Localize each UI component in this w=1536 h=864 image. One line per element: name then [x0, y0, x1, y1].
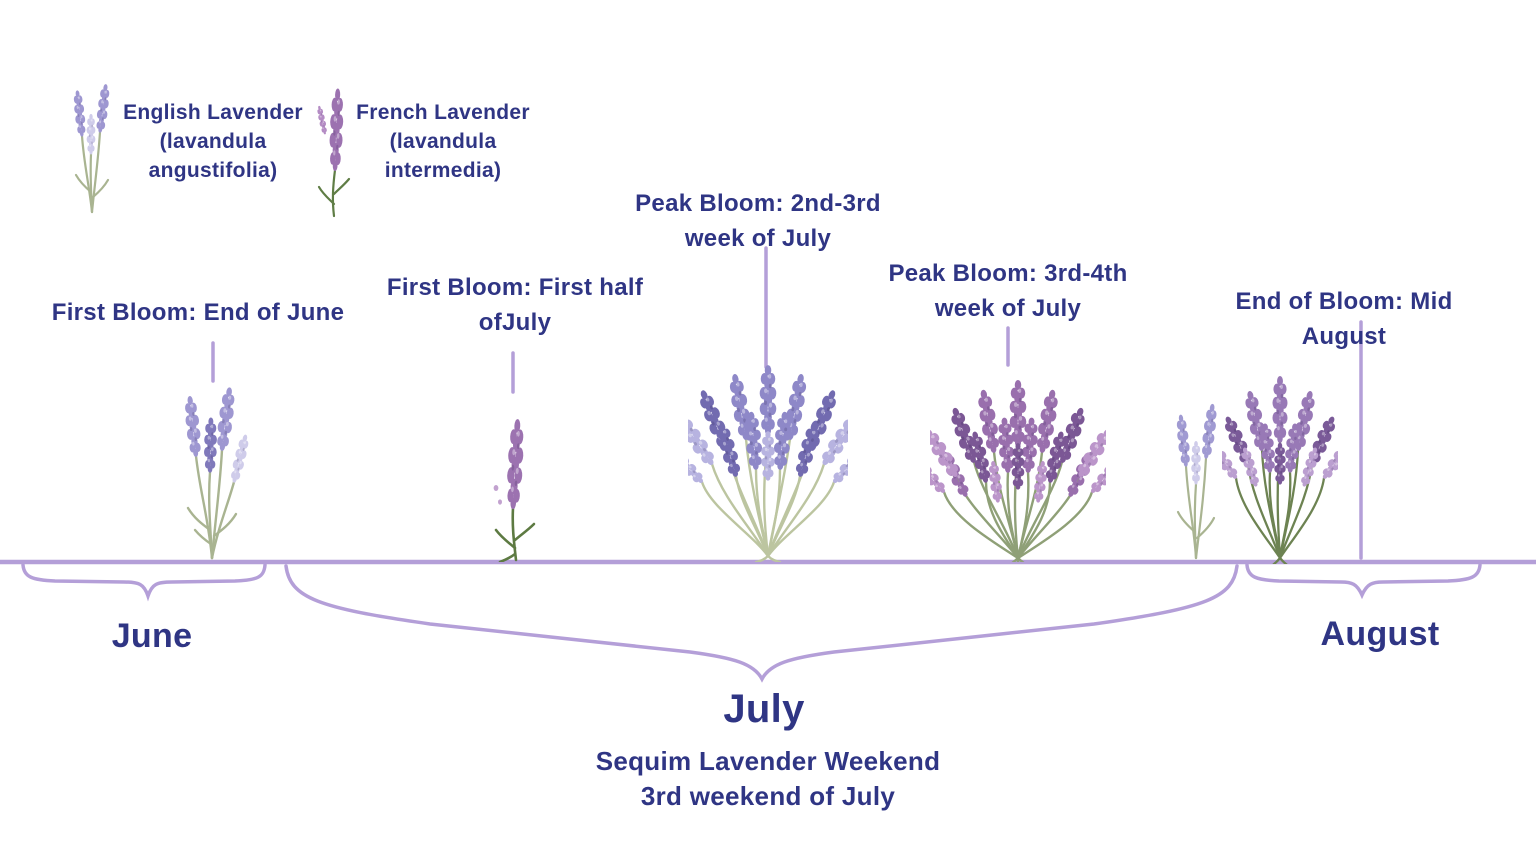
event-note: Sequim Lavender Weekend 3rd weekend of J…	[568, 744, 968, 814]
label-line: Peak Bloom: 3rd-4th	[888, 260, 1128, 287]
label-first-bloom-english: First Bloom: End of June	[38, 295, 358, 330]
english-lavender-end-bloom-illustration	[1175, 403, 1219, 560]
english-lavender-first-bloom-illustration	[183, 386, 252, 560]
legend-french-latin: (lavandula intermedia)	[384, 130, 502, 182]
event-note-line1: Sequim Lavender Weekend	[595, 746, 941, 776]
label-peak-bloom-french: Peak Bloom: 3rd-4th week of July	[878, 256, 1138, 326]
july-brace	[284, 564, 1239, 683]
month-label-july: July	[723, 687, 805, 731]
french-lavender-first-bloom-illustration	[493, 418, 536, 562]
label-line: End of Bloom: Mid August	[1235, 288, 1453, 350]
french-lavender-end-bloom-illustration	[1222, 375, 1338, 564]
june-brace	[21, 563, 267, 602]
label-line: week of July	[684, 225, 832, 252]
label-line: ofJuly	[478, 309, 552, 336]
english-lavender-sprig-icon	[72, 84, 112, 214]
french-lavender-sprig-icon	[315, 88, 351, 218]
legend-english: English Lavender (lavandula angustifolia…	[113, 98, 313, 185]
month-label-june: June	[111, 617, 193, 655]
month-label-august: August	[1320, 615, 1440, 653]
label-peak-bloom-english: Peak Bloom: 2nd-3rd week of July	[628, 186, 888, 256]
legend-english-latin: (lavandula angustifolia)	[148, 130, 278, 182]
legend-english-name: English Lavender	[123, 101, 303, 124]
english-lavender-peak-bloom-illustration	[688, 365, 848, 562]
label-end-bloom: End of Bloom: Mid August	[1194, 284, 1494, 354]
legend-french: French Lavender (lavandula intermedia)	[343, 98, 543, 185]
august-brace	[1245, 563, 1482, 600]
label-line: Peak Bloom: 2nd-3rd	[635, 190, 881, 217]
label-line: week of July	[934, 295, 1082, 322]
legend-french-name: French Lavender	[356, 101, 530, 124]
event-note-line2: 3rd weekend of July	[640, 781, 896, 811]
label-line: First Bloom: First half	[386, 274, 644, 301]
french-lavender-peak-bloom-illustration	[930, 379, 1106, 562]
label-first-bloom-french: First Bloom: First half ofJuly	[385, 270, 645, 340]
label-line: First Bloom: End of June	[51, 299, 345, 326]
